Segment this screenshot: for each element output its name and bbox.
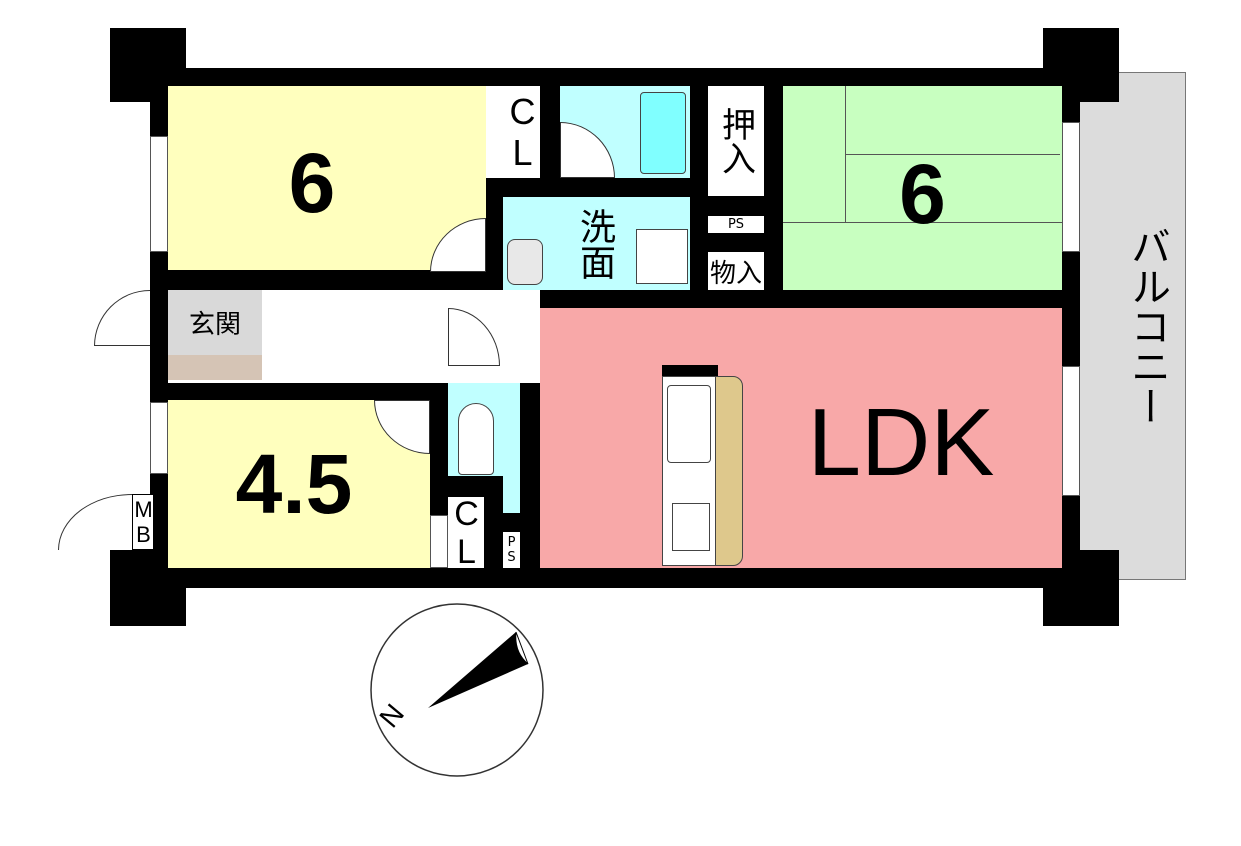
oshiire-closet: 押入 [708,86,764,196]
window [150,402,168,474]
stove-icon [672,503,710,551]
washing-machine-space [636,229,688,284]
bar-counter [715,376,743,566]
washbasin [507,239,543,285]
bathroom [560,86,690,178]
japanese-room: 6 [783,86,1062,290]
room-size-label: 6 [288,135,336,230]
washroom-label: 洗面 [574,208,615,280]
window [1062,366,1080,496]
western-room-1: 6 [168,86,486,270]
balcony-label: バルコニー [1124,226,1170,426]
meter-box-door[interactable] [58,494,132,550]
storage: 物入 [708,252,764,290]
room-size-label: 6 [899,146,946,241]
wall [662,365,718,377]
ldk-label: LDK [807,389,995,496]
washroom: 洗面 [503,197,690,290]
compass-icon [370,603,544,777]
window [150,136,168,252]
closet-top: CL [486,86,543,178]
bathtub [640,92,686,174]
closet-bottom: CL [447,494,486,571]
sink-icon [667,385,711,463]
closet-door[interactable] [430,515,448,568]
bath-door[interactable] [560,122,615,178]
entrance-label: 玄関 [188,309,241,340]
kitchen-counter [662,376,716,566]
room-size-label: 4.5 [235,436,353,531]
balcony: バルコニー [1078,72,1186,580]
window [1062,122,1080,252]
meter-box: MB [131,494,156,550]
entrance: 玄関 [168,290,262,380]
entrance-door[interactable] [94,290,150,346]
ps-bottom: PS [503,532,520,568]
ldk-room: LDK [540,308,1062,568]
ps-top: PS [708,216,764,233]
toilet-icon [458,403,494,475]
